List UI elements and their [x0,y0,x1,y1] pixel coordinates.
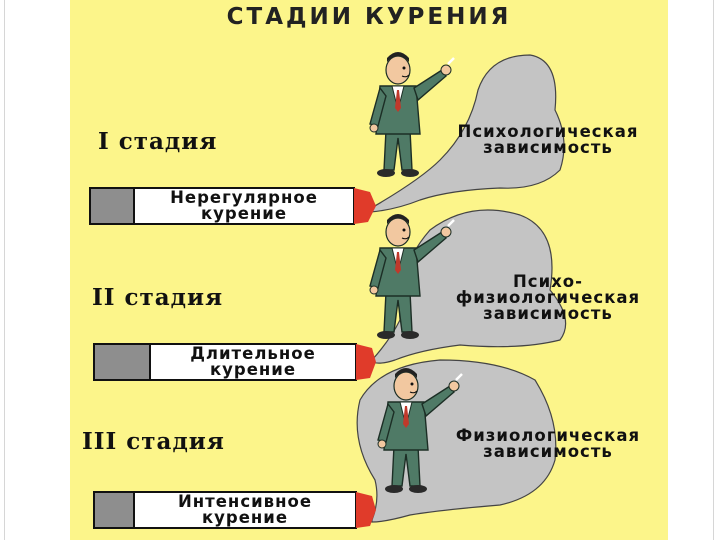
slide-title: СТАДИИ КУРЕНИЯ [226,4,512,30]
stage-1-label: I стадия [98,128,218,155]
frame-line-left [4,0,5,540]
dependence-1-label: Психологическая зависимость [457,122,639,157]
cigarette-1-label: Нерегулярное курение [170,188,318,223]
cigarette-3 [93,491,376,529]
stage-3-label: III стадия [82,428,225,455]
dependence-3-label: Физиологическая зависимость [455,426,641,461]
cigarette-1 [89,187,376,225]
dependence-2-label: Психо- физиологическая зависимость [455,272,641,323]
cigarette-3-label: Интенсивное курение [177,492,313,527]
cigarette-2-label: Длительное курение [190,344,316,379]
cigarette-2 [93,343,376,381]
frame-line-right [713,0,714,540]
smoke-cloud-1 [367,54,565,213]
stage-2-label: II стадия [92,284,224,311]
